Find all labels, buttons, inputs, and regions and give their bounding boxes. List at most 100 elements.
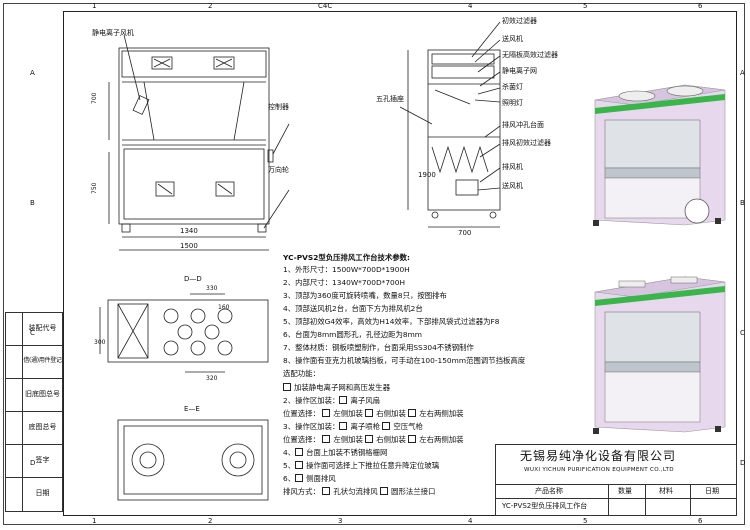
- row-marker: B: [30, 199, 35, 207]
- col-marker: 1: [92, 517, 97, 525]
- callout: 杀菌灯: [502, 83, 523, 91]
- row-marker: A: [740, 69, 745, 77]
- col-marker: C4C: [318, 2, 333, 10]
- option-row: 4、台面上加装不锈钢格栅网: [283, 448, 388, 457]
- label-universal-wheel: 万向轮: [268, 166, 289, 174]
- checkbox-icon: [408, 435, 417, 443]
- render-top: [593, 84, 726, 226]
- plan-dim: 320: [206, 375, 218, 382]
- checkbox-icon: [322, 435, 331, 443]
- spec-line: 7、整体材质：钢板喷塑制作，台面采用SS304不锈钢制作: [283, 343, 474, 352]
- record-label: 签字: [35, 456, 50, 464]
- header-quantity: 数量: [618, 487, 632, 495]
- spec-line: 3、顶部为360度可旋转喷嘴，数量8只，按图排布: [283, 291, 447, 300]
- plan-view-drawing: [99, 293, 269, 373]
- checkbox-icon: [408, 409, 417, 417]
- col-marker: 6: [698, 517, 703, 525]
- dim-700: 700: [91, 92, 98, 104]
- checkbox-icon: [339, 422, 348, 430]
- checkbox-icon: [382, 422, 391, 430]
- option-row: 3、操作区加装：离子喷枪 空压气枪: [283, 422, 423, 431]
- dim-1500: 1500: [180, 242, 198, 250]
- option-row: 位置选择： 左侧加装 右侧加装 左右两侧加装: [283, 435, 464, 444]
- title-block: [495, 444, 737, 516]
- label-five-hole-socket: 五孔插座: [376, 95, 404, 103]
- dim-1900: 1900: [418, 171, 436, 179]
- row-marker: D: [30, 459, 36, 467]
- callout: 排风机: [502, 163, 523, 171]
- option-row: 排风方式： 孔状匀流排风 圆形法兰接口: [283, 487, 436, 496]
- spec-line: 5、顶部初效G4效率，高效为H14效率，下部排风袋式过滤器为F8: [283, 317, 500, 326]
- outer-border: [3, 3, 745, 525]
- record-label: 日期: [35, 489, 50, 497]
- label-ionizer-fan: 静电离子风机: [92, 29, 134, 37]
- company-name-en: WUXI YICHUN PURIFICATION EQUIPMENT CO.,L…: [524, 467, 674, 473]
- checkbox-icon: [322, 487, 331, 495]
- record-label: 装配代号: [28, 324, 57, 332]
- header-material: 材料: [659, 487, 673, 495]
- dim-750: 750: [91, 182, 98, 194]
- callout: 初效过滤器: [502, 17, 537, 25]
- header-product-name: 产品名称: [535, 487, 563, 495]
- option-row: 6、侧面排风: [283, 474, 336, 483]
- option-row: 加装静电离子网和高压发生器: [283, 383, 390, 391]
- col-marker: 6: [698, 2, 703, 10]
- checkbox-icon: [365, 409, 374, 417]
- checkbox-icon: [322, 409, 331, 417]
- record-label: 借(通)用件登记: [23, 357, 62, 364]
- row-marker: C: [740, 329, 745, 337]
- option-row: 5、操作面可选择上下推拉任意升降定位玻璃: [283, 461, 440, 470]
- side-view-drawing: [399, 21, 501, 228]
- option-row: 位置选择： 左侧加装 右侧加装 左右两侧加装: [283, 409, 464, 418]
- row-marker: C: [30, 329, 35, 337]
- spec-line: 1、外形尺寸：1500W*700D*1900H: [283, 265, 410, 274]
- dim-1340: 1340: [180, 227, 198, 235]
- spec-line: 8、操作面有亚克力机玻璃挡板，可手动在100-150mm范围调节挡板高度: [283, 356, 526, 365]
- header-date: 日期: [705, 487, 719, 495]
- checkbox-icon: [380, 487, 389, 495]
- col-marker: 5: [583, 517, 588, 525]
- checkbox-icon: [295, 448, 304, 456]
- plan-view-title: D—D: [184, 275, 202, 283]
- row-marker: B: [740, 199, 745, 207]
- col-marker: 3: [338, 517, 343, 525]
- col-marker: 2: [208, 2, 213, 10]
- plan-dim: 160: [218, 304, 230, 311]
- dim-700-side: 700: [458, 229, 472, 237]
- callout: 排风初效过滤器: [502, 139, 551, 147]
- checkbox-icon: [295, 474, 304, 482]
- record-label: 旧底图总号: [25, 390, 60, 398]
- drawing-frame: [63, 11, 737, 516]
- col-marker: 4: [468, 517, 473, 525]
- callout: 无隔板高效过滤器: [502, 51, 558, 59]
- option-row: 2、操作区加装：离子风扇: [283, 396, 381, 405]
- render-bottom: [593, 276, 726, 434]
- col-marker: 4: [468, 2, 473, 10]
- row-marker: D: [740, 459, 746, 467]
- col-marker: 2: [208, 517, 213, 525]
- spec-line: 2、内部尺寸：1340W*700D*700H: [283, 278, 406, 287]
- product-name-value: YC-PVS2型负压排风工作台: [502, 502, 588, 510]
- section-view-drawing: [117, 419, 269, 501]
- callout: 排风冲孔台面: [502, 121, 544, 129]
- callout: 照明灯: [502, 99, 523, 107]
- callout: 静电离子网: [502, 67, 537, 75]
- col-marker: 1: [92, 2, 97, 10]
- checkbox-icon: [339, 396, 348, 404]
- callout: 送风机: [502, 35, 523, 43]
- front-view-drawing: [108, 34, 290, 251]
- specs-heading: YC-PVS2型负压排风工作台技术参数:: [283, 253, 410, 262]
- record-label: 底图总号: [28, 423, 57, 431]
- plan-dim: 330: [206, 285, 218, 292]
- checkbox-icon: [283, 383, 291, 391]
- callout: 送风机: [502, 182, 523, 190]
- row-marker: A: [30, 69, 35, 77]
- section-view-title: E—E: [184, 405, 200, 413]
- checkbox-icon: [295, 461, 304, 469]
- plan-dim: 300: [94, 339, 106, 346]
- spec-line: 4、顶部送风机2台，台面下方为排风机2台: [283, 304, 423, 313]
- col-marker: 5: [583, 2, 588, 10]
- checkbox-icon: [365, 435, 374, 443]
- company-name-cn: 无锡易纯净化设备有限公司: [520, 449, 677, 463]
- spec-line: 6、台面为8mm圆形孔，孔径边距为8mm: [283, 330, 422, 339]
